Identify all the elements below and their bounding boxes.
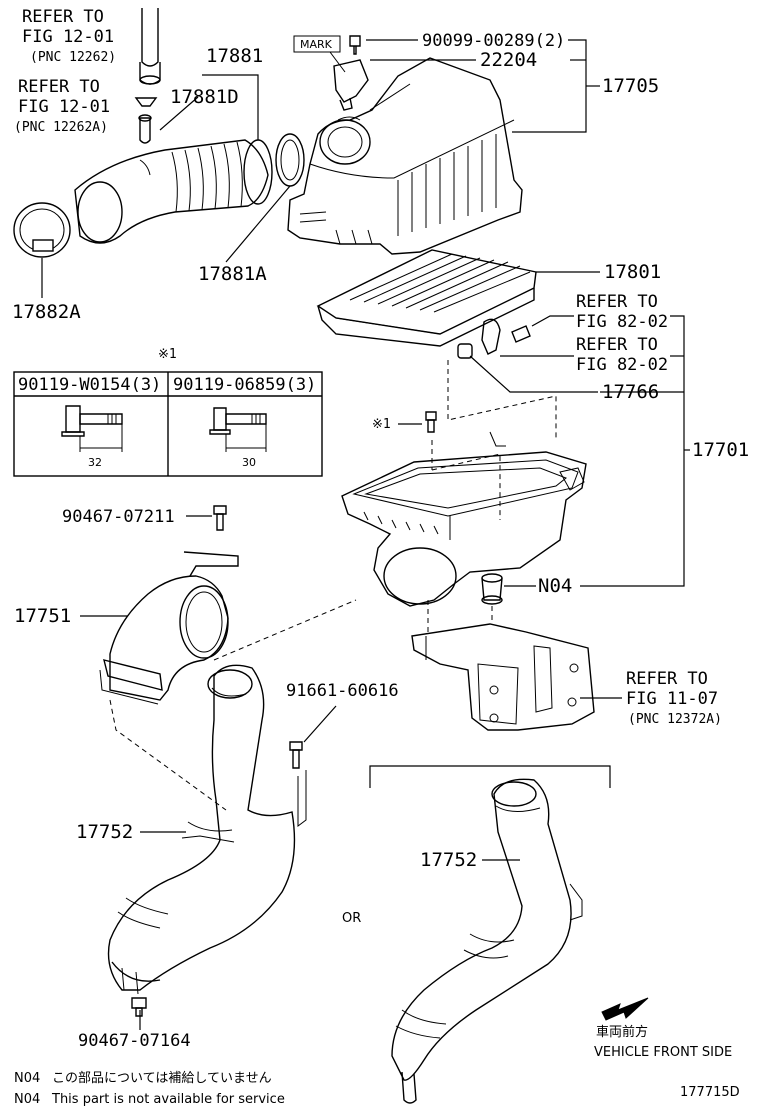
- mass-air-flow-sensor-22204: [333, 59, 369, 111]
- part-label-17701[interactable]: 17701: [692, 439, 749, 461]
- figure-id: 177715D: [680, 1085, 740, 1100]
- flange-bolt-icon: [61, 405, 123, 452]
- note-marker: ※1: [158, 347, 177, 362]
- part-label-17752-left[interactable]: 17752: [76, 821, 133, 843]
- ref-fig12-01-pnc12262[interactable]: REFER TO FIG 12-01 (PNC 12262): [22, 7, 116, 65]
- leader-17881: [202, 74, 259, 140]
- vehicle-front-en: VEHICLE FRONT SIDE: [594, 1045, 732, 1060]
- air-cleaner-case-17701: [341, 431, 587, 607]
- alt-bracket: [369, 765, 611, 788]
- vacuum-nipple: [134, 97, 158, 144]
- air-duct-17751: [99, 551, 239, 705]
- footnote-text-jp: この部品については補給していません: [52, 1071, 272, 1086]
- air-hose-17752-right: [391, 778, 583, 1104]
- screw-90099: [349, 35, 361, 55]
- svg-text:MARK: MARK: [300, 38, 333, 51]
- part-label-17881a[interactable]: 17881A: [198, 263, 267, 285]
- ref-fig11-07-line1[interactable]: REFER TO: [626, 669, 708, 689]
- leader-17766: [469, 355, 598, 393]
- bolt-table-part-90119-06859[interactable]: 90119-06859(3): [173, 375, 316, 395]
- air-hose-17752-left: [107, 664, 307, 995]
- bolt-length-30: 30: [242, 456, 256, 469]
- part-label-17801[interactable]: 17801: [604, 261, 661, 283]
- ref-fig11-07-line2[interactable]: FIG 11-07: [626, 689, 718, 709]
- mark-box: MARK: [293, 35, 346, 73]
- part-label-90467-07211[interactable]: 90467-07211: [62, 507, 175, 527]
- part-label-90467-07164[interactable]: 90467-07164: [78, 1031, 191, 1051]
- ref-fig82-02-a-line1[interactable]: REFER TO: [576, 292, 658, 312]
- dashed-guide-5: [109, 699, 227, 811]
- part-label-17882a[interactable]: 17882A: [12, 301, 81, 323]
- air-filter-element-17801: [316, 249, 537, 347]
- gasket-17881a: [275, 133, 305, 187]
- ref-fig11-07-line3[interactable]: (PNC 12372A): [628, 712, 722, 727]
- bracket-17701: [580, 315, 685, 587]
- ref-line: (PNC 12262A): [14, 120, 108, 135]
- vehicle-front-jp: 車両前方: [596, 1024, 648, 1040]
- bolt-table-part-90119-w0154[interactable]: 90119-W0154(3): [18, 375, 161, 395]
- dashed-guide-2: [431, 440, 501, 520]
- bolt-table: 90119-W0154(3) 90119-06859(3) 32 30: [13, 371, 323, 477]
- bolt-icon: [425, 411, 437, 433]
- part-label-17752-right[interactable]: 17752: [420, 849, 477, 871]
- mounting-bracket: [411, 623, 595, 731]
- air-cleaner-cap-17705: [287, 57, 523, 255]
- leader-91661: [303, 705, 337, 743]
- part-label-17766[interactable]: 17766: [602, 381, 659, 403]
- bracket-small: [481, 318, 531, 355]
- ref-line: REFER TO: [18, 77, 100, 97]
- ref-line: REFER TO: [22, 7, 104, 27]
- ref-fig82-02-a-line2[interactable]: FIG 82-02: [576, 312, 668, 332]
- intake-hose-17881: [74, 139, 273, 244]
- bolt-91661-60616: [289, 741, 303, 769]
- ref-line: FIG 12-01: [22, 27, 114, 47]
- ref-fig82-02-b-line1[interactable]: REFER TO: [576, 335, 658, 355]
- footnote-code: N04: [14, 1092, 40, 1107]
- grommet-17766: [457, 343, 473, 359]
- leader-17881a: [225, 185, 291, 263]
- insulator-n04: [481, 573, 503, 605]
- part-label-22204[interactable]: 22204: [480, 49, 537, 71]
- bolt-length-32: 32: [88, 456, 102, 469]
- part-label-n04[interactable]: N04: [538, 575, 572, 597]
- leader-17881d: [159, 96, 199, 131]
- part-label-17881d[interactable]: 17881D: [170, 86, 239, 108]
- footnote-code: N04: [14, 1071, 40, 1086]
- footnote-text-en: This part is not available for service: [51, 1092, 285, 1107]
- vehicle-front-arrow-icon: [601, 997, 649, 1021]
- or-label: OR: [342, 911, 361, 926]
- dashed-guide-6: [213, 599, 357, 661]
- flange-bolt-icon: [209, 407, 267, 452]
- part-label-90099-00289[interactable]: 90099-00289(2): [422, 31, 565, 51]
- leader-fig82-a: [531, 315, 574, 327]
- ref-fig82-02-b-line2[interactable]: FIG 82-02: [576, 355, 668, 375]
- part-label-17705[interactable]: 17705: [602, 75, 659, 97]
- bolt-90467-07211: [213, 505, 227, 531]
- hose-clamp-17882a: [13, 202, 71, 258]
- ref-fig12-01-pnc12262a[interactable]: REFER TO FIG 12-01 (PNC 12262A): [14, 77, 110, 135]
- dashed-guide: [447, 360, 557, 440]
- note-marker-bolt: ※1: [372, 417, 391, 432]
- hose-stub: [139, 8, 161, 85]
- part-label-91661-60616[interactable]: 91661-60616: [286, 681, 399, 701]
- bolt-90467-07164: [131, 997, 147, 1017]
- ref-line: (PNC 12262): [30, 50, 116, 65]
- part-label-17881[interactable]: 17881: [206, 45, 263, 67]
- ref-line: FIG 12-01: [18, 97, 110, 117]
- part-label-17751[interactable]: 17751: [14, 605, 71, 627]
